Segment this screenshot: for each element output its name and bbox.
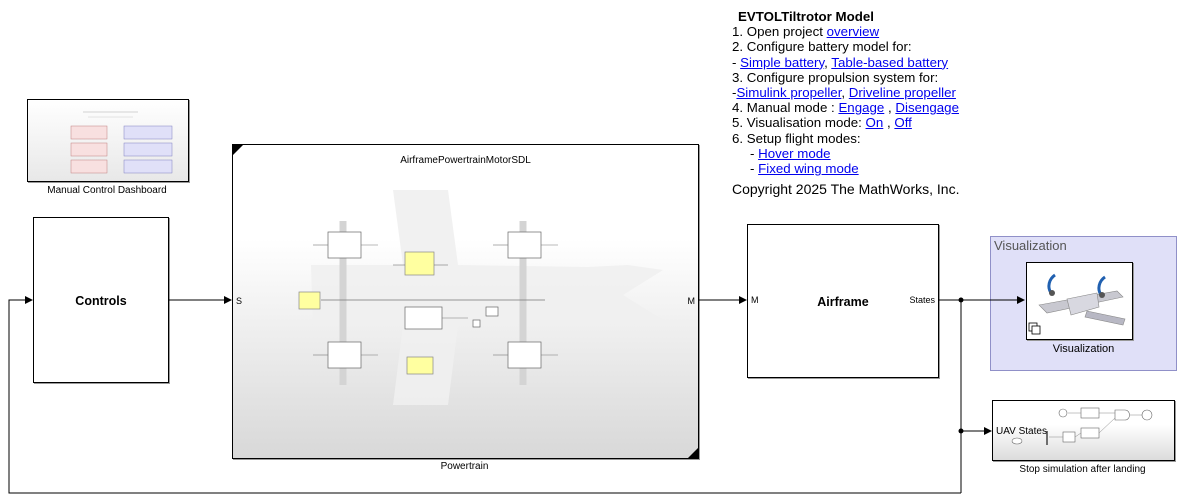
disengage-link[interactable]: Disengage [895, 100, 959, 116]
notes-title: EVTOLTiltrotor Model [738, 9, 874, 24]
visualization-block[interactable] [1026, 262, 1133, 340]
dashboard-label: Manual Control Dashboard [47, 185, 167, 196]
stop-thumbnail [1011, 407, 1153, 445]
step5-separator: , [883, 115, 895, 131]
engage-link[interactable]: Engage [838, 100, 885, 116]
simple-battery-link[interactable]: Simple battery [740, 54, 825, 70]
notes-step6-fixed: - Fixed wing mode [750, 161, 959, 176]
visualisation-off-link[interactable]: Off [894, 115, 912, 131]
controls-block[interactable]: Controls [33, 217, 169, 383]
copyright-text: Copyright 2025 The MathWorks, Inc. [732, 181, 960, 198]
visualization-area[interactable]: Visualization Visualization [990, 236, 1177, 371]
powertrain-thumbnail [233, 145, 698, 458]
model-notes: EVTOLTiltrotor Model 1. Open project ove… [732, 9, 959, 197]
notes-step2: 2. Configure battery model for: [732, 39, 912, 55]
aircraft-icon [1028, 273, 1126, 335]
step2-dash: - [732, 54, 741, 70]
driveline-propeller-link[interactable]: Driveline propeller [848, 85, 956, 101]
step2-separator: , [824, 54, 832, 70]
step4-separator: , [884, 100, 896, 116]
step4-text: 4. Manual mode : [732, 100, 839, 116]
step3-separator: , [841, 85, 849, 101]
visualization-area-title: Visualization [994, 238, 1067, 253]
powertrain-block[interactable]: AirframePowertrainMotorSDL S M [232, 144, 699, 459]
step6-dash2: - [750, 161, 759, 177]
notes-step2-links: - Simple battery, Table-based battery [732, 55, 959, 70]
notes-step1: 1. Open project overview [732, 24, 959, 39]
notes-step4: 4. Manual mode : Engage , Disengage [732, 100, 959, 115]
notes-step6-hover: - Hover mode [750, 146, 959, 161]
airframe-port-out: States [909, 295, 935, 305]
dashboard-thumbnail [70, 111, 173, 174]
step3-dash: - [732, 85, 737, 101]
notes-step3: 3. Configure propulsion system for: [732, 69, 939, 85]
fixed-wing-mode-link[interactable]: Fixed wing mode [758, 161, 859, 177]
step1-text: 1. Open project [732, 24, 827, 40]
hover-mode-link[interactable]: Hover mode [758, 145, 831, 161]
visualisation-on-link[interactable]: On [865, 115, 884, 131]
notes-step6: 6. Setup flight modes: [732, 130, 861, 146]
stop-simulation-label: Stop simulation after landing [1019, 464, 1146, 475]
powertrain-title: AirframePowertrainMotorSDL [400, 155, 531, 166]
powertrain-label: Powertrain [440, 461, 489, 472]
simulink-propeller-link[interactable]: Simulink propeller [736, 85, 842, 101]
airframe-block[interactable]: M Airframe States [747, 224, 939, 378]
overview-link[interactable]: overview [826, 24, 880, 40]
table-based-battery-link[interactable]: Table-based battery [831, 54, 949, 70]
step5-text: 5. Visualisation mode: [732, 115, 866, 131]
notes-step5: 5. Visualisation mode: On , Off [732, 115, 959, 130]
step6-dash1: - [750, 145, 759, 161]
stop-simulation-block[interactable]: UAV States [992, 400, 1175, 461]
controls-title: Controls [75, 294, 127, 308]
visualization-label: Visualization [1052, 343, 1115, 355]
notes-step3-links: -Simulink propeller, Driveline propeller [732, 85, 959, 100]
stop-block-title: UAV States [996, 426, 1047, 437]
manual-control-dashboard-block[interactable] [27, 99, 189, 182]
